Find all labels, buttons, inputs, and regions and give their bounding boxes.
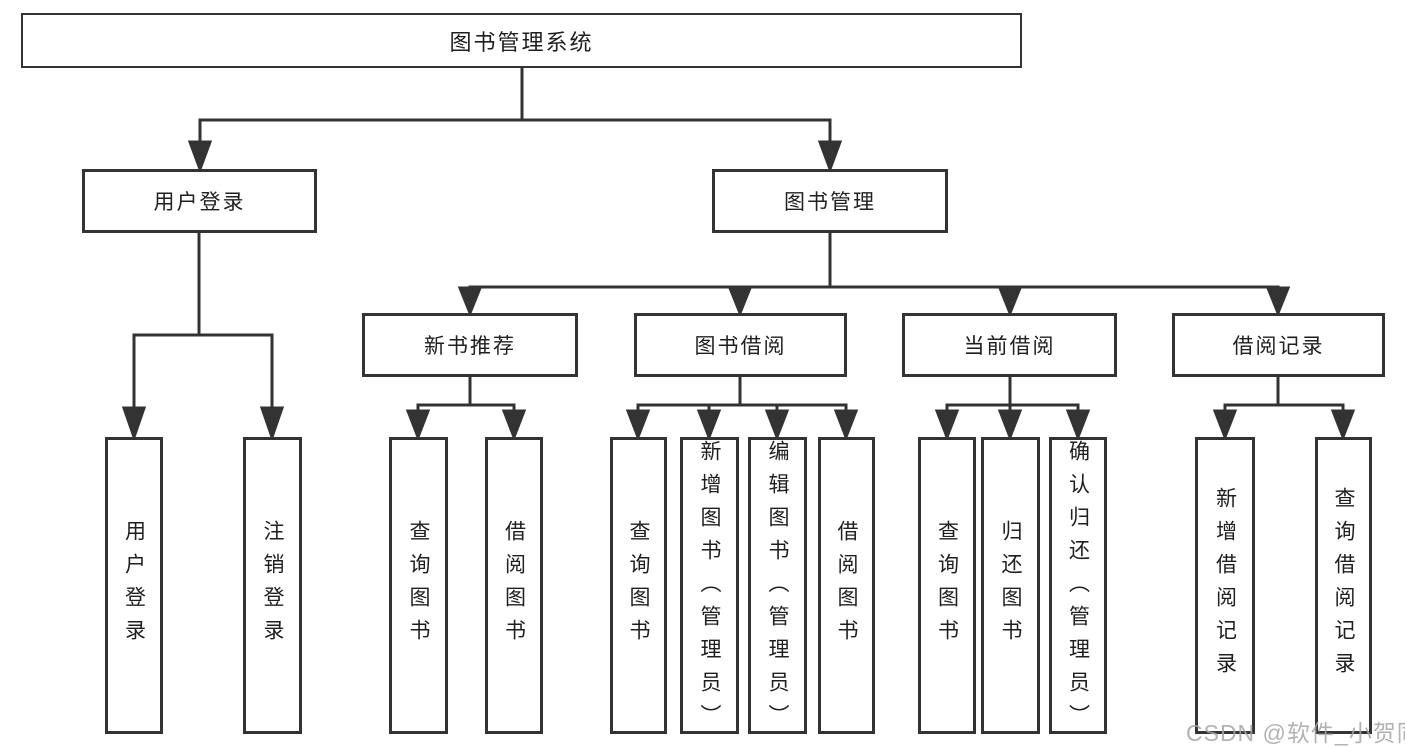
- leaf-query-borrow-record: 查询借阅记录: [1315, 437, 1372, 734]
- leaf-borrow-books-1: 借阅图书: [485, 437, 543, 734]
- leaf-add-borrow-record: 新增借阅记录: [1195, 437, 1255, 734]
- connector-book-mgmt-children: [457, 231, 1291, 318]
- connector-book-borrow-children: [625, 375, 859, 442]
- leaf-query-books-3: 查询图书: [918, 437, 976, 734]
- leaf-query-books-1: 查询图书: [389, 437, 448, 734]
- connector-new-book-rec-children: [405, 375, 527, 442]
- leaf-user-login: 用户登录: [105, 437, 163, 734]
- csdn-watermark: CSDN @软件_小贺同学: [1186, 720, 1405, 746]
- connector-root-to-level2: [187, 68, 843, 174]
- node-new-book-recommend: 新书推荐: [362, 313, 578, 377]
- leaf-edit-books-admin: 编辑图书（管理员）: [748, 437, 807, 737]
- node-borrow-records: 借阅记录: [1172, 313, 1385, 377]
- connector-borrow-records-children: [1212, 375, 1356, 442]
- node-user-login: 用户登录: [82, 169, 317, 233]
- node-book-borrow: 图书借阅: [634, 313, 847, 377]
- connector-user-login-children: [121, 231, 285, 442]
- leaf-add-books-admin: 新增图书（管理员）: [680, 437, 739, 737]
- leaf-logout: 注销登录: [243, 437, 302, 734]
- leaf-return-books: 归还图书: [981, 437, 1040, 734]
- leaf-query-books-2: 查询图书: [610, 437, 667, 734]
- leaf-borrow-books-2: 借阅图书: [818, 437, 875, 734]
- leaf-confirm-return-admin: 确认归还（管理员）: [1049, 437, 1107, 737]
- node-root-library-system: 图书管理系统: [21, 13, 1022, 68]
- node-current-borrow: 当前借阅: [902, 313, 1117, 377]
- connector-current-borrow-children: [934, 375, 1091, 442]
- node-book-management: 图书管理: [712, 169, 948, 233]
